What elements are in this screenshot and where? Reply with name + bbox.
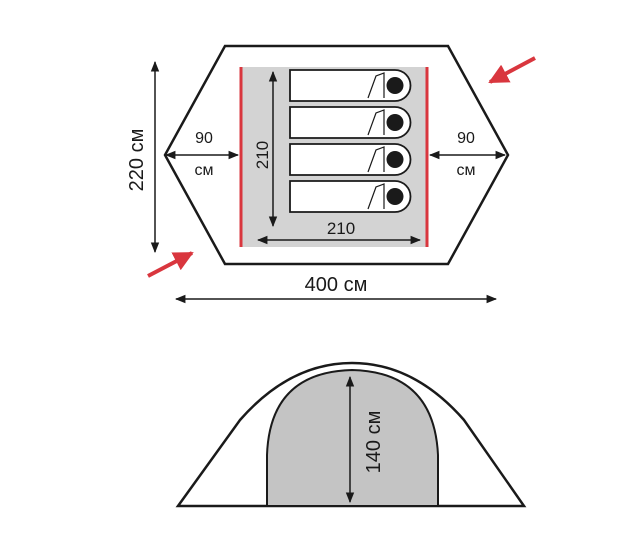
side-door — [266, 368, 439, 507]
sleeping-mat — [289, 143, 412, 176]
sleeping-place — [289, 106, 412, 139]
width-label: 400 см — [305, 274, 368, 296]
pillow — [367, 72, 385, 99]
vestibule-right-unit: см — [457, 162, 476, 179]
pillow — [367, 146, 385, 173]
sleeper-head — [386, 114, 404, 131]
vestibule-right-value: 90 — [457, 130, 475, 147]
entrance-arrow-bottom-left — [147, 251, 194, 278]
top-view: 210 210 90 см 90 см 220 см 400 см — [126, 44, 536, 304]
side-view: 140 см — [175, 361, 527, 508]
depth-label: 220 см — [126, 129, 148, 192]
inner-length-label: 210 — [253, 141, 272, 169]
sleeping-mat — [289, 106, 412, 139]
vestibule-left-value: 90 — [195, 130, 213, 147]
inner-width-label: 210 — [327, 219, 355, 238]
sleeper-head — [386, 77, 404, 94]
vestibule-left-unit: см — [195, 162, 214, 179]
sleeping-place — [289, 69, 412, 102]
sleeping-place — [289, 143, 412, 176]
sleeper-head — [386, 188, 404, 205]
sleeping-mat — [289, 180, 412, 213]
pillow — [367, 183, 385, 210]
sleeper-head — [386, 151, 404, 168]
entrance-arrow-top-right — [488, 56, 536, 84]
pillow — [367, 109, 385, 136]
height-label: 140 см — [363, 411, 385, 474]
sleeping-places — [289, 69, 412, 213]
sleeping-mat — [289, 69, 412, 102]
sleeping-place — [289, 180, 412, 213]
